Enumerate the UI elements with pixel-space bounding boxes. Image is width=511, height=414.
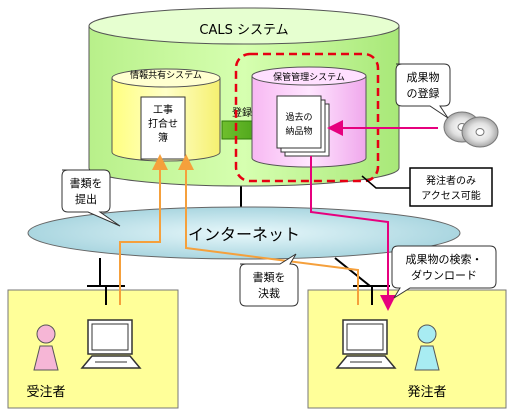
ledger-line-2: 打合せ: [148, 117, 178, 130]
deliverables-register-callout: 成果物 の登録: [395, 63, 451, 119]
deliverables-register-line-1: 成果物: [407, 70, 440, 84]
past-deliverables-line-1: 過去の: [285, 111, 312, 123]
info-share-label: 情報共有システム: [130, 69, 202, 81]
orderer-only-connector: [361, 175, 410, 189]
contractor-laptop-icon: [80, 319, 142, 369]
submit-documents-line-1: 書類を: [70, 176, 103, 190]
orderer-box: [307, 289, 507, 409]
internet-cloud: インターネット: [27, 206, 461, 260]
contractor-flow-lines: [119, 154, 359, 305]
ledger-line-1: 工事: [153, 103, 173, 116]
cals-system-label: CALS システム: [199, 23, 288, 38]
orderer-only-line-2: アクセス可能: [421, 189, 481, 202]
orderer-person-icon: [414, 324, 440, 371]
orderer-label: 発注者: [407, 385, 446, 400]
internet-label: インターネット: [188, 225, 300, 244]
cd-icon: [443, 111, 499, 148]
approve-documents-line-1: 書類を: [253, 270, 286, 284]
access-limited-boundary: [234, 52, 380, 183]
submit-documents-callout: 書類を 提出: [61, 169, 121, 227]
search-download-line-1: 成果物の検索・: [406, 252, 483, 266]
approve-documents-callout: 書類を 決裁: [239, 253, 299, 307]
orderer-retrieval-line: [310, 120, 438, 311]
orderer-only-line-1: 発注者のみ: [426, 174, 476, 187]
contractor-person-icon: [33, 324, 59, 371]
search-download-line-2: ダウンロード: [411, 268, 477, 282]
search-download-callout: 成果物の検索・ ダウンロード: [391, 245, 497, 299]
orderer-only-note: 発注者のみ アクセス可能: [409, 167, 493, 207]
past-deliverables-line-2: 納品物: [285, 125, 312, 137]
custody-label: 保管管理システム: [273, 71, 345, 83]
orderer-laptop-icon: [335, 319, 397, 369]
submit-documents-line-2: 提出: [75, 192, 97, 206]
meeting-ledger-document: 工事 打合せ 簿: [140, 96, 186, 160]
past-deliverables-documents: 過去の 納品物: [276, 95, 330, 157]
contractor-label: 受注者: [26, 385, 65, 400]
approve-documents-line-2: 決裁: [258, 287, 280, 300]
deliverables-register-line-2: の登録: [407, 86, 440, 100]
ledger-line-3: 簿: [158, 131, 168, 144]
